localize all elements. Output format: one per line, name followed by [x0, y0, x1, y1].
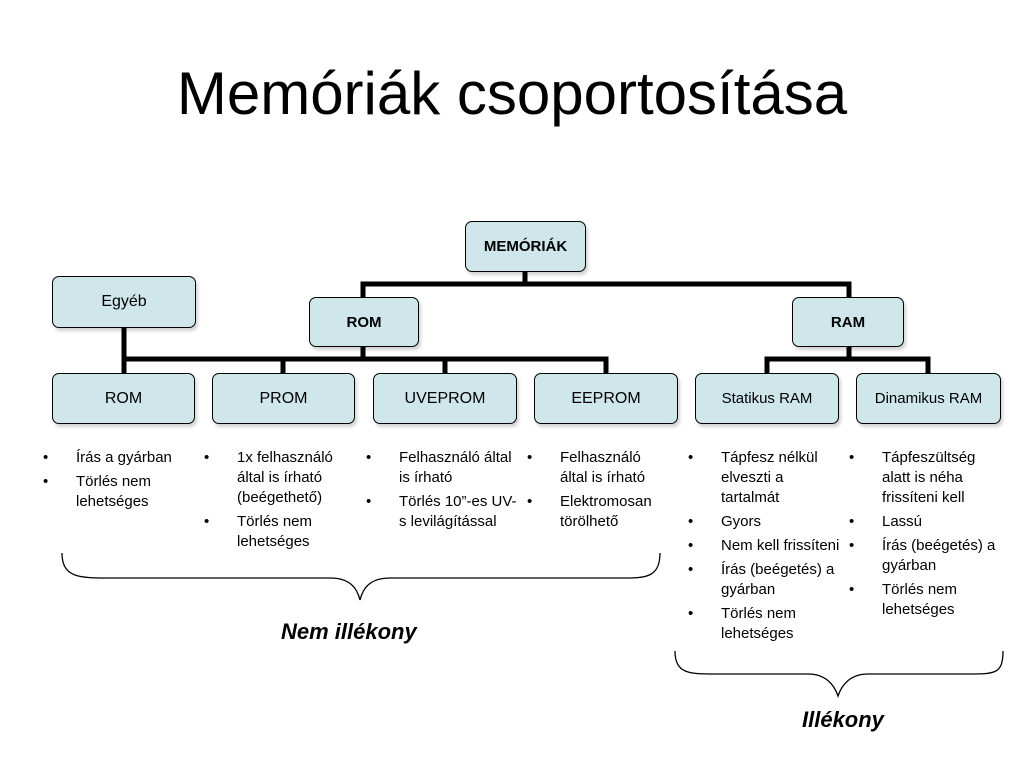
- node-dinamikus-ram: Dinamikus RAM: [856, 373, 1001, 424]
- bullet-item: Tápfesz nélkül elveszti a tartalmát: [683, 448, 843, 508]
- bullet-item: Írás a gyárban: [38, 448, 198, 468]
- label-volatile: Illékony: [802, 707, 884, 732]
- brace-volatile: [674, 650, 1004, 699]
- bullets-eeprom: Felhasználó által is írható Elektromosan…: [522, 448, 672, 536]
- bullet-item: Törlés 10”-es UV-s levilágítással: [361, 492, 521, 532]
- bullet-item: Törlés nem lehetséges: [683, 604, 843, 644]
- bullet-item: Lassú: [844, 512, 1004, 532]
- node-rom-group: ROM: [309, 297, 419, 347]
- bullet-item: Felhasználó által is írható: [522, 448, 672, 488]
- bullet-item: 1x felhasználó által is írható (beégethe…: [199, 448, 363, 508]
- node-egyeb: Egyéb: [52, 276, 196, 328]
- bullets-statikus-ram: Tápfesz nélkül elveszti a tartalmát Gyor…: [683, 448, 843, 648]
- bullet-item: Elektromosan törölhető: [522, 492, 672, 532]
- label-non-volatile: Nem illékony: [281, 619, 417, 644]
- brace-non-volatile: [61, 552, 661, 601]
- bullet-item: Felhasználó által is írható: [361, 448, 521, 488]
- node-prom: PROM: [212, 373, 355, 424]
- bullets-uveprom: Felhasználó által is írható Törlés 10”-e…: [361, 448, 521, 536]
- node-memoriak: MEMÓRIÁK: [465, 221, 586, 272]
- slide-title: Memóriák csoportosítása: [176, 60, 848, 127]
- node-statikus-ram: Statikus RAM: [695, 373, 839, 424]
- bullets-prom: 1x felhasználó által is írható (beégethe…: [199, 448, 363, 556]
- bullet-item: Nem kell frissíteni: [683, 536, 843, 556]
- bullets-rom: Írás a gyárban Törlés nem lehetséges: [38, 448, 198, 516]
- bullet-item: Írás (beégetés) a gyárban: [683, 560, 843, 600]
- bullet-item: Törlés nem lehetséges: [38, 472, 198, 512]
- node-ram-group: RAM: [792, 297, 904, 347]
- node-rom: ROM: [52, 373, 195, 424]
- bullet-item: Tápfeszültség alatt is néha frissíteni k…: [844, 448, 1004, 508]
- bullet-item: Törlés nem lehetséges: [844, 580, 1004, 620]
- node-uveprom: UVEPROM: [373, 373, 517, 424]
- bullet-item: Törlés nem lehetséges: [199, 512, 363, 552]
- node-eeprom: EEPROM: [534, 373, 678, 424]
- bullet-item: Írás (beégetés) a gyárban: [844, 536, 1004, 576]
- bullets-dinamikus-ram: Tápfeszültség alatt is néha frissíteni k…: [844, 448, 1004, 624]
- bullet-item: Gyors: [683, 512, 843, 532]
